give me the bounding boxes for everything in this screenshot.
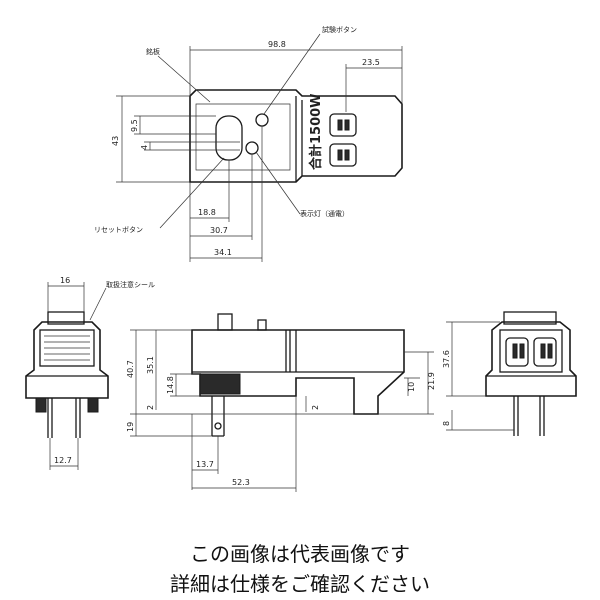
side-view: 40.7 35.1 14.8 2 19 2 10 21.9 13.7 52.3 bbox=[126, 313, 436, 492]
dim-side-2-left: 2 bbox=[146, 405, 155, 410]
caption-check-specs: 詳細は仕様をご確認ください bbox=[170, 572, 430, 596]
dim-right-8: 8 bbox=[442, 421, 451, 426]
dim-side-35-1: 35.1 bbox=[146, 356, 155, 374]
dim-top-30-7: 30.7 bbox=[210, 226, 228, 235]
dim-top-length: 98.8 bbox=[268, 40, 286, 49]
dim-top-18-8: 18.8 bbox=[198, 208, 216, 217]
label-caution-seal: 取扱注意シール bbox=[106, 280, 155, 289]
dim-side-52-3: 52.3 bbox=[232, 478, 250, 487]
dim-side-14-8: 14.8 bbox=[166, 376, 175, 394]
dim-top-height: 43 bbox=[111, 136, 120, 146]
dim-side-19: 19 bbox=[126, 422, 135, 432]
dim-side-10: 10 bbox=[407, 382, 416, 392]
right-end-view: 37.6 8 bbox=[442, 311, 577, 436]
dim-top-34-1: 34.1 bbox=[214, 248, 232, 257]
dim-side-height: 40.7 bbox=[126, 360, 135, 378]
label-indicator: 表示灯（通電） bbox=[300, 209, 349, 218]
dim-top-4: 4 bbox=[140, 145, 149, 150]
rating-mark: 合計1500W bbox=[308, 93, 324, 170]
dim-side-2-mid: 2 bbox=[311, 405, 320, 410]
technical-drawing: 合計1500W 98.8 23.5 43 9.5 4 18.8 30.7 34.… bbox=[25, 25, 577, 492]
top-view: 合計1500W 98.8 23.5 43 9.5 4 18.8 30.7 34.… bbox=[94, 25, 403, 262]
dim-top-right-width: 23.5 bbox=[362, 58, 380, 67]
label-reset-button: リセットボタン bbox=[94, 225, 143, 234]
dim-top-9-5: 9.5 bbox=[130, 119, 139, 132]
dim-left-pin-span: 12.7 bbox=[54, 456, 72, 465]
label-nameplate: 銘板 bbox=[146, 47, 160, 56]
dim-left-width: 16 bbox=[60, 276, 70, 285]
dim-right-height: 37.6 bbox=[442, 350, 451, 368]
dim-side-13-7: 13.7 bbox=[196, 460, 214, 469]
left-end-view: 16 12.7 取扱注意シール bbox=[25, 276, 155, 470]
label-test-button: 試験ボタン bbox=[322, 25, 357, 34]
caption-representative-image: この画像は代表画像です bbox=[190, 542, 410, 566]
dim-side-21-9: 21.9 bbox=[427, 372, 436, 390]
